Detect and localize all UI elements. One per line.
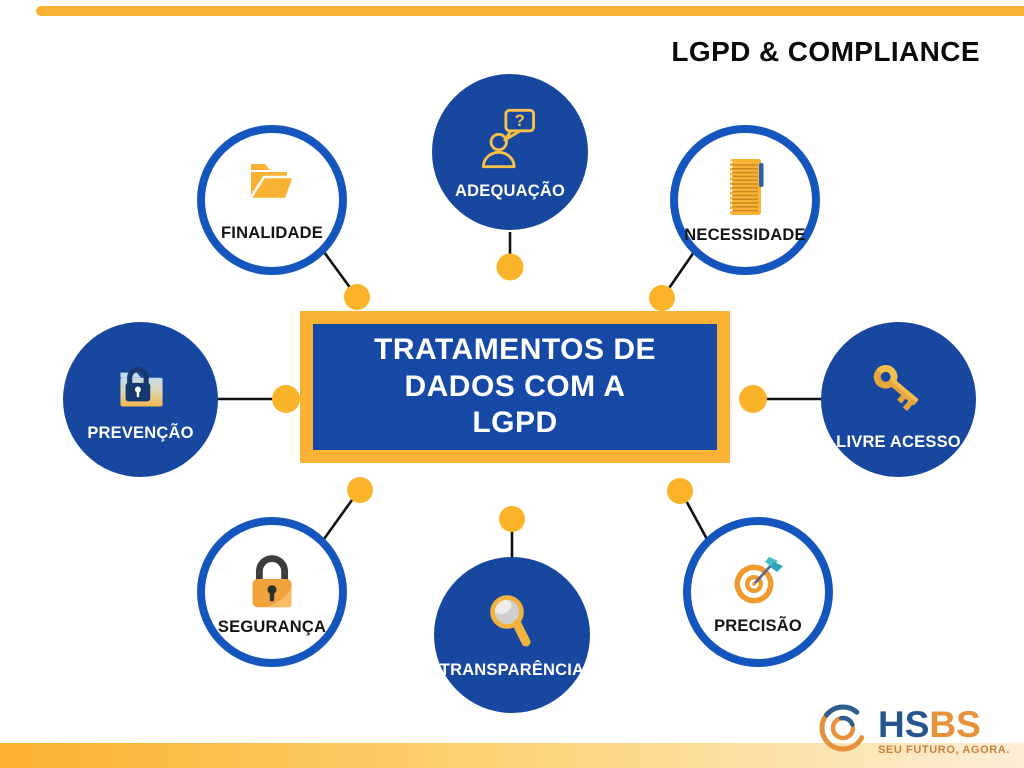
node-label: TRANSPARÊNCIA xyxy=(439,661,585,679)
node-label: PREVENÇÃO xyxy=(87,423,194,442)
page-title: LGPD & COMPLIANCE xyxy=(671,36,980,67)
hsbs-logo-name: HSBS xyxy=(878,706,1010,743)
logo-name-blue: HS xyxy=(877,703,930,745)
padlock-icon xyxy=(237,547,307,613)
open-folder-icon xyxy=(236,157,308,219)
target-dart-icon xyxy=(723,548,793,612)
center-title-line-3: LGPD xyxy=(472,406,558,440)
locked-folder-icon xyxy=(103,357,179,419)
node-seguranca: SEGURANÇA xyxy=(197,517,347,667)
top-accent-bar xyxy=(36,6,1024,16)
notebook-icon xyxy=(711,155,779,221)
node-precisao: PRECISÃO xyxy=(683,517,833,667)
center-title-line-1: TRATAMENTOS DE xyxy=(374,333,656,367)
node-transparencia: TRANSPARÊNCIA xyxy=(434,557,590,713)
node-adequacao: ? ADEQUAÇÃO xyxy=(432,74,588,230)
hsbs-logo-text: HSBS SEU FUTURO, AGORA. xyxy=(878,706,1010,756)
magnifier-icon xyxy=(473,590,551,656)
center-box: TRATAMENTOS DE DADOS COM A LGPD xyxy=(300,311,730,463)
node-label: NECESSIDADE xyxy=(684,226,806,244)
node-necessidade: NECESSIDADE xyxy=(670,125,820,275)
hsbs-logo-tagline: SEU FUTURO, AGORA. xyxy=(877,743,1010,756)
node-finalidade: FINALIDADE xyxy=(197,125,347,275)
node-label: ADEQUAÇÃO xyxy=(455,182,565,200)
node-label: LIVRE ACESSO xyxy=(836,432,961,451)
node-label: PRECISÃO xyxy=(714,617,802,635)
key-icon xyxy=(859,348,939,428)
hsbs-logo-mark-icon xyxy=(816,701,870,760)
center-title-line-2: DADOS COM A xyxy=(404,369,626,403)
logo-name-orange: BS xyxy=(929,703,981,745)
node-label: SEGURANÇA xyxy=(217,618,327,636)
hsbs-logo: HSBS SEU FUTURO, AGORA. xyxy=(816,701,1010,760)
person-question-icon: ? xyxy=(469,103,551,177)
node-prevencao: PREVENÇÃO xyxy=(63,322,218,477)
node-livre-acesso: LIVRE ACESSO xyxy=(821,322,976,477)
question-mark-glyph: ? xyxy=(515,112,525,130)
node-label: FINALIDADE xyxy=(221,224,323,242)
